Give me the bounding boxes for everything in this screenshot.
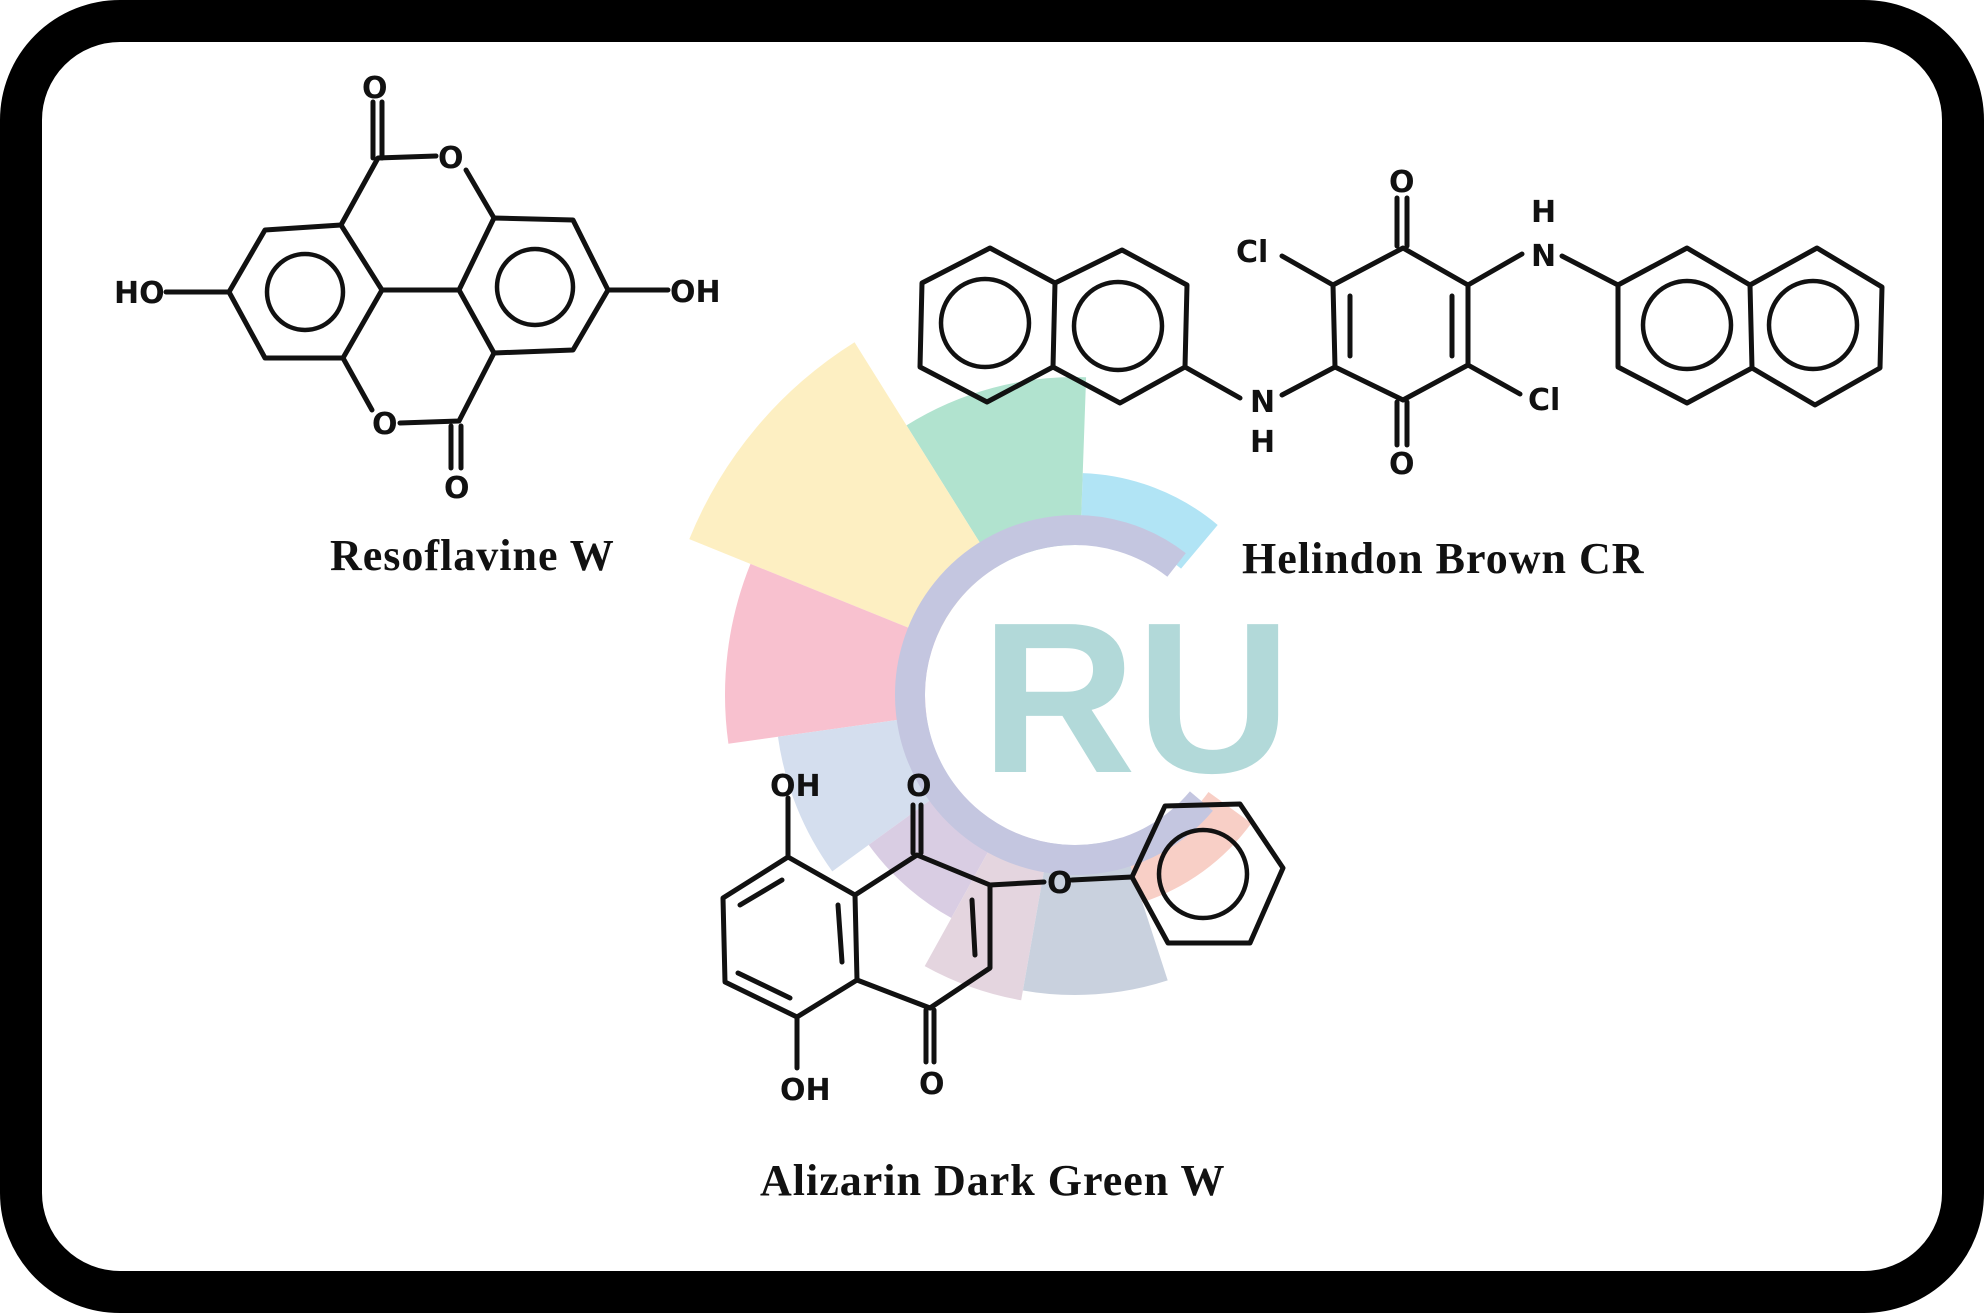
atom-label: Cl bbox=[1236, 235, 1268, 270]
aromatic-circle bbox=[1766, 278, 1860, 372]
quinone-ring bbox=[1330, 245, 1471, 403]
right-aromatic-circle bbox=[494, 246, 576, 328]
left-ring-double-bond-a bbox=[737, 877, 785, 908]
watermark-ring bbox=[895, 515, 1213, 875]
aromatic-circle bbox=[1156, 827, 1250, 921]
aromatic-circle bbox=[1640, 278, 1734, 372]
left-benzene-ring bbox=[226, 222, 385, 361]
left-naphthalene-ring-b bbox=[1050, 247, 1190, 406]
ru-watermark-logo: RU bbox=[689, 342, 1292, 1001]
atom-label: O bbox=[362, 71, 388, 106]
atom-label: H bbox=[1250, 425, 1275, 460]
lower-lactone-bonds bbox=[397, 350, 497, 426]
watermark-petal-yellow bbox=[689, 342, 996, 639]
left-ring-double-bond-c bbox=[835, 902, 845, 965]
upper-ring-o-bond bbox=[463, 167, 497, 221]
atom-label: O bbox=[444, 471, 470, 506]
atom-label: O bbox=[372, 407, 398, 442]
atom-label: H bbox=[1531, 195, 1556, 230]
upper-lactone-bonds bbox=[338, 153, 439, 228]
lower-nh-bond-left bbox=[1182, 364, 1243, 401]
watermark-petal-light-blue bbox=[1080, 473, 1218, 569]
aromatic-circle bbox=[938, 276, 1032, 370]
upper-nh-bond-right bbox=[1559, 253, 1621, 288]
left-aromatic-circle bbox=[264, 251, 346, 333]
atom-label: O bbox=[906, 769, 932, 804]
atom-label: O bbox=[1389, 165, 1415, 200]
atom-label: OH bbox=[770, 769, 821, 804]
atom-label: HO bbox=[114, 276, 165, 311]
left-ring-double-bond-b bbox=[735, 970, 793, 1001]
atom-label: O bbox=[1389, 447, 1415, 482]
atom-label: N bbox=[1531, 239, 1556, 274]
lower-ring-o-bond bbox=[340, 355, 375, 413]
cl-bond-upper bbox=[1279, 253, 1336, 288]
quinone-ring bbox=[852, 852, 993, 1011]
atom-label: OH bbox=[670, 275, 721, 310]
watermark-petal-mauve bbox=[924, 826, 1049, 1001]
upper-nh-bond-left bbox=[1465, 251, 1525, 288]
atom-label: Cl bbox=[1528, 383, 1560, 418]
caption-helindon-brown-cr: Helindon Brown CR bbox=[1242, 534, 1645, 583]
phenyl-ring bbox=[1129, 801, 1286, 946]
caption-alizarin-dark-green-w: Alizarin Dark Green W bbox=[760, 1156, 1226, 1205]
resoflavine-w-structure: O O O O HO OH bbox=[114, 71, 721, 506]
lower-nh-bond-right bbox=[1279, 364, 1338, 398]
right-naphthalene-ring-b bbox=[1747, 245, 1885, 408]
quinone-double-bond bbox=[969, 897, 978, 958]
left-ring bbox=[720, 854, 860, 1020]
ether-bond-left bbox=[987, 879, 1047, 888]
right-benzene-ring bbox=[456, 215, 611, 356]
aromatic-circle bbox=[1071, 279, 1165, 373]
cl-bond-lower bbox=[1465, 362, 1523, 397]
ether-bond-right bbox=[1069, 874, 1135, 883]
helindon-brown-cr-structure: O O Cl Cl N H N H bbox=[917, 165, 1885, 482]
alizarin-dark-green-w-structure: OH OH O O O bbox=[720, 769, 1286, 1108]
watermark-ru-text: RU bbox=[981, 577, 1292, 818]
atom-label: O bbox=[919, 1067, 945, 1102]
atom-label: OH bbox=[780, 1073, 831, 1108]
caption-resoflavine-w: Resoflavine W bbox=[330, 531, 615, 580]
atom-label: O bbox=[438, 141, 464, 176]
atom-label: O bbox=[1047, 866, 1073, 901]
atom-label: N bbox=[1250, 385, 1275, 420]
watermark-petal-pink bbox=[725, 563, 936, 744]
